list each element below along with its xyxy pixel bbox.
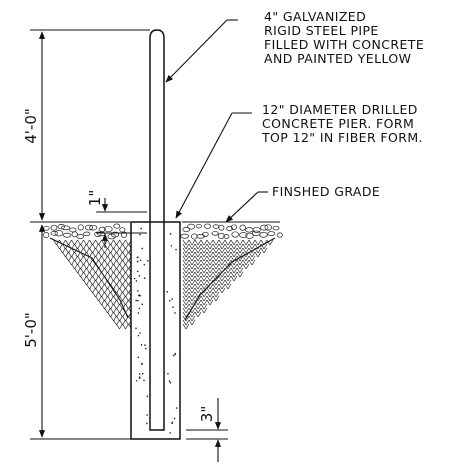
soil-section (40, 221, 283, 330)
note-finished-grade: FINSHED GRADE (272, 184, 380, 199)
dimension-lines (30, 29, 228, 462)
dimension-bottom-clearance: 3" (198, 406, 216, 422)
note-pipe: 4" GALVANIZED RIGID STEEL PIPE FILLED WI… (264, 9, 424, 66)
svg-text:RIGID STEEL PIPE: RIGID STEEL PIPE (264, 23, 379, 38)
leader-lines (165, 19, 268, 223)
note-pier: 12" DIAMETER DRILLED CONCRETE PIER. FORM… (261, 102, 423, 145)
steel-pipe (149, 29, 165, 431)
dimension-below-grade: 5'-0" (22, 312, 40, 348)
dimension-form-offset: 1" (86, 190, 104, 206)
svg-text:CONCRETE PIER. FORM: CONCRETE PIER. FORM (262, 116, 414, 131)
svg-text:4" GALVANIZED: 4" GALVANIZED (264, 9, 366, 24)
svg-text:12" DIAMETER DRILLED: 12" DIAMETER DRILLED (262, 102, 418, 117)
svg-text:FILLED WITH CONCRETE: FILLED WITH CONCRETE (264, 37, 424, 52)
svg-text:AND PAINTED YELLOW: AND PAINTED YELLOW (264, 51, 411, 66)
dimension-above-grade: 4'-0" (22, 108, 40, 144)
svg-text:TOP 12" IN FIBER FORM.: TOP 12" IN FIBER FORM. (261, 130, 423, 145)
concrete-pier (130, 221, 181, 440)
